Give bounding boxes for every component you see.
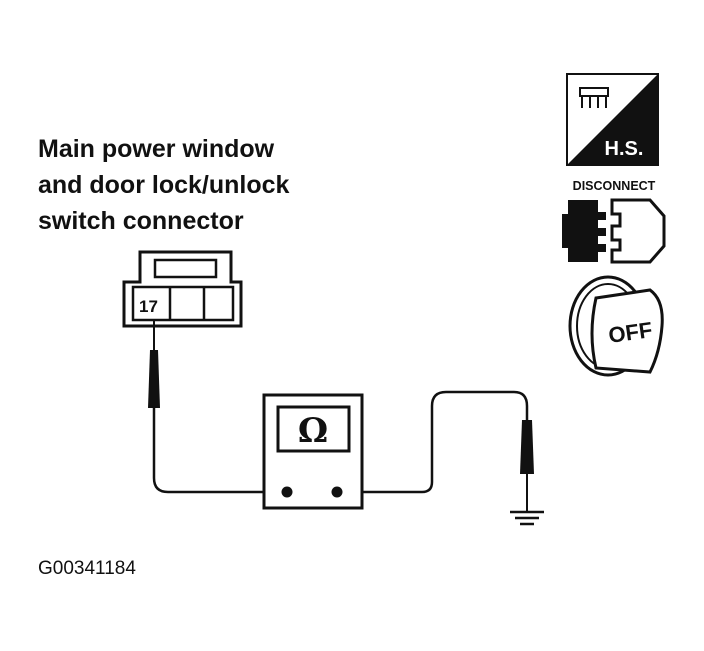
left-probe — [148, 320, 160, 420]
ohm-symbol: Ω — [298, 411, 328, 451]
right-probe — [520, 420, 534, 512]
meter-terminal-left — [281, 486, 293, 498]
hs-label: H.S. — [605, 138, 644, 160]
ignition-off-label: OFF — [607, 317, 654, 348]
switch-connector: 17 — [122, 250, 243, 328]
meter-terminal-right — [331, 486, 343, 498]
disconnect-label: DISCONNECT — [573, 179, 656, 193]
figure-id: G00341184 — [38, 558, 136, 579]
caption-line-1: Main power window — [38, 135, 275, 163]
hs-icon: H.S. — [566, 73, 659, 166]
caption-line-2: and door lock/unlock — [38, 171, 290, 199]
pin-17-label: 17 — [139, 297, 158, 316]
connector-caption: Main power window and door lock/unlock s… — [38, 135, 290, 235]
ground-symbol — [510, 510, 544, 526]
left-test-lead — [152, 420, 287, 494]
ohmmeter: Ω — [262, 393, 364, 510]
disconnect-icon: DISCONNECT — [562, 179, 666, 264]
right-test-lead — [337, 390, 529, 494]
ignition-off-icon: OFF — [568, 275, 664, 377]
caption-line-3: switch connector — [38, 207, 244, 235]
